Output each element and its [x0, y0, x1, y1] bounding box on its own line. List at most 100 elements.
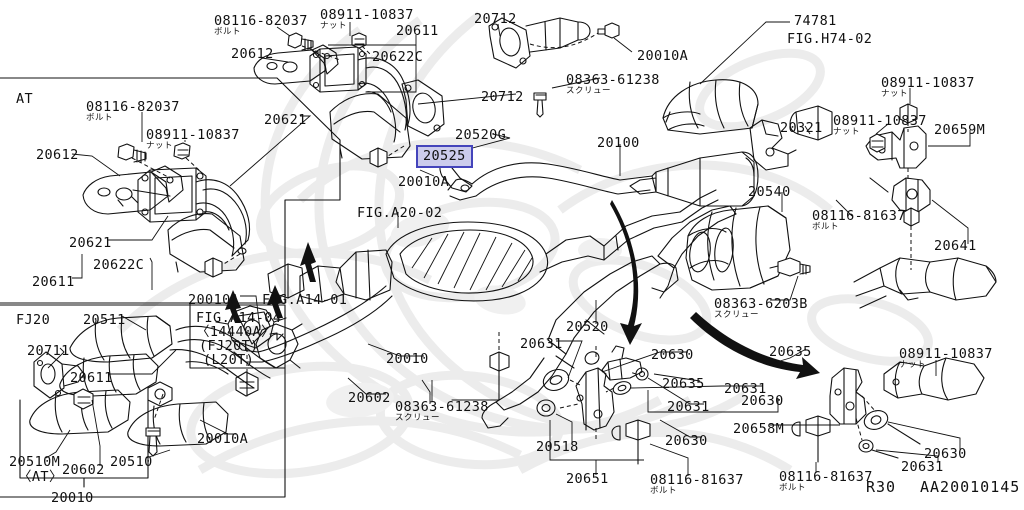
part-label-l35[interactable]: 〈14440A〉	[196, 325, 275, 339]
part-label-text: 20631	[520, 336, 563, 352]
part-label-l46[interactable]: 20631	[724, 382, 767, 396]
part-label-l25[interactable]: FIG.A20-02	[357, 206, 442, 220]
part-label-l47[interactable]: 20630	[741, 394, 784, 408]
part-label-text: 08911-10837	[833, 113, 927, 129]
part-label-l31[interactable]: 20010A	[188, 293, 239, 307]
part-label-l42[interactable]: 20630	[651, 348, 694, 362]
part-label-text: 20631	[901, 459, 944, 475]
part-label-l53[interactable]: 20630	[665, 434, 708, 448]
part-label-l56[interactable]: 20651	[566, 472, 609, 486]
part-label-l45[interactable]: 20635	[662, 377, 705, 391]
part-label-text: 20611	[70, 370, 113, 386]
part-label-l16[interactable]: 20321	[780, 121, 823, 135]
part-label-l41[interactable]: 20631	[520, 337, 563, 351]
part-label-text: (FJ20T)	[199, 338, 259, 354]
part-label-text: 20511	[83, 312, 126, 328]
part-label-l34[interactable]: FIG.A14-04	[196, 311, 281, 325]
part-label-l09[interactable]: FIG.H74-02	[787, 32, 872, 46]
part-label-l60[interactable]: 20010A	[197, 432, 248, 446]
part-label-l52[interactable]: 20658M	[733, 422, 784, 436]
part-label-text: 20602	[348, 390, 391, 406]
part-label-l61[interactable]: 20510M	[9, 455, 60, 469]
part-label-l65[interactable]: 20010	[51, 491, 94, 505]
center-pipe-20010-catalyst	[216, 190, 718, 396]
part-label-l33[interactable]: 20520	[566, 320, 609, 334]
part-label-text: 08116-81637	[650, 472, 744, 488]
part-label-text: 20010	[51, 490, 94, 506]
part-label-text: 74781	[794, 13, 837, 29]
part-label-text: FIG.A14-01	[262, 292, 348, 308]
part-label-l50[interactable]: 20602	[348, 391, 391, 405]
part-label-l22[interactable]: 20010A	[398, 175, 449, 189]
part-label-l05[interactable]: 20622C	[372, 50, 423, 64]
part-label-l12[interactable]: 20712	[481, 90, 524, 104]
part-label-jp-text: ナット	[320, 21, 348, 32]
highlighted-part-number-20525[interactable]: 20525	[416, 145, 473, 168]
part-label-text: 20611	[396, 23, 439, 39]
part-label-l66[interactable]: AT	[16, 92, 33, 106]
part-label-l04[interactable]: 20612	[231, 47, 274, 61]
leader-lines	[46, 22, 970, 476]
part-label-l67[interactable]: FJ20	[16, 313, 50, 327]
part-label-l38[interactable]: 20511	[83, 313, 126, 327]
part-label-text: 〈14440A〉	[196, 324, 275, 340]
part-label-l06[interactable]: 20712	[474, 12, 517, 26]
part-label-l48[interactable]: 20631	[667, 400, 710, 414]
part-label-l63[interactable]: 20602	[62, 463, 105, 477]
part-label-l13[interactable]: 20621	[264, 113, 307, 127]
part-label-text: 20520	[566, 319, 609, 335]
part-label-l59[interactable]: 20631	[901, 460, 944, 474]
part-label-l54[interactable]: 20518	[536, 440, 579, 454]
part-label-l26[interactable]: 20641	[934, 239, 977, 253]
part-label-text: 20612	[231, 46, 274, 62]
part-label-l27[interactable]: 20621	[69, 236, 112, 250]
part-label-l36[interactable]: (FJ20T)	[199, 339, 259, 353]
part-label-l19[interactable]: 20520G	[455, 128, 506, 142]
part-label-l20[interactable]: 20100	[597, 136, 640, 150]
part-label-l03[interactable]: 20611	[396, 24, 439, 38]
part-label-text: 〈AT〉	[18, 469, 63, 485]
part-label-l21[interactable]: 20612	[36, 148, 79, 162]
part-label-l62[interactable]: 〈AT〉	[18, 470, 63, 484]
top-manifold-assembly	[254, 33, 444, 167]
part-label-text: 20712	[481, 89, 524, 105]
fj20-manifold-assembly	[30, 316, 302, 456]
part-label-l55[interactable]: 20630	[924, 447, 967, 461]
part-label-l23[interactable]: 20540	[748, 185, 791, 199]
part-label-l39[interactable]: 20711	[27, 344, 70, 358]
part-label-l37[interactable]: (L20T)	[203, 353, 254, 367]
part-label-l64[interactable]: 20510	[110, 455, 153, 469]
part-label-text: 20622C	[372, 49, 424, 65]
part-label-l07[interactable]: 20010A	[637, 49, 688, 63]
part-label-text: 20010A	[637, 48, 689, 64]
part-label-l18[interactable]: 20659M	[934, 123, 985, 137]
part-label-l32[interactable]: FIG.A14-01	[262, 293, 347, 307]
part-label-text: 20630	[741, 393, 784, 409]
part-label-text: 20540	[748, 184, 791, 200]
part-label-text: 20510	[110, 454, 153, 470]
part-label-l08[interactable]: 74781	[794, 14, 837, 28]
part-label-text: 20611	[32, 274, 75, 290]
part-label-l40[interactable]: 20611	[70, 371, 113, 385]
rear-hanger-20520	[482, 200, 820, 428]
part-label-l49[interactable]: 20010	[386, 352, 429, 366]
part-label-l28[interactable]: 20622C	[93, 258, 144, 272]
part-label-text: 20630	[651, 347, 694, 363]
part-label-text: 20321	[780, 120, 823, 136]
part-label-text: 20659M	[934, 122, 986, 138]
part-label-l43[interactable]: 20635	[769, 345, 812, 359]
part-label-l29[interactable]: 20611	[32, 275, 75, 289]
